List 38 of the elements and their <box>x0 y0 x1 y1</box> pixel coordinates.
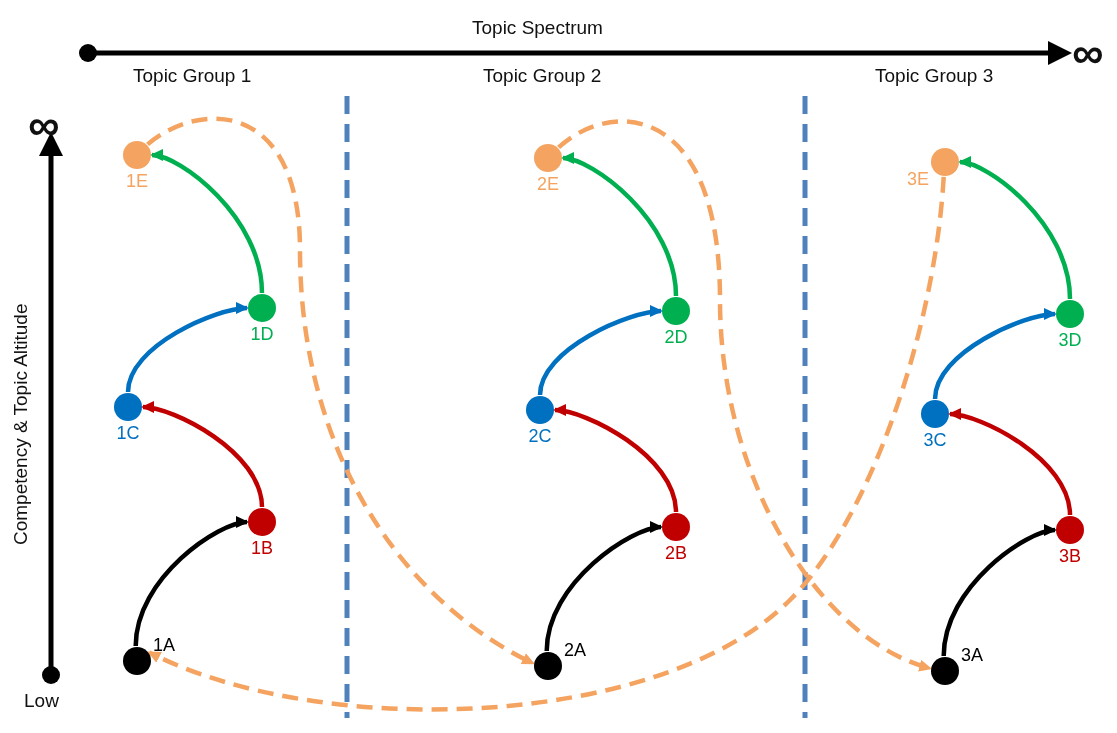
point-label: 3D <box>1058 330 1082 351</box>
axis-label: Competency & Topic Altitude <box>10 303 32 545</box>
point-label: 1D <box>250 324 274 345</box>
arrow <box>932 309 1057 400</box>
arrow <box>544 522 663 652</box>
point-label: 1A <box>153 635 176 656</box>
arrow <box>557 119 933 671</box>
axis-label: Topic Spectrum <box>472 17 603 39</box>
point-label: 2C <box>528 426 552 447</box>
arrow <box>958 157 1073 300</box>
arrow <box>537 306 663 396</box>
arrow <box>147 176 946 712</box>
arrow <box>941 525 1057 657</box>
infinity-symbol: ∞ <box>28 103 60 147</box>
group-label: Topic Group 3 <box>875 65 994 87</box>
group-label: Topic Group 1 <box>133 65 252 87</box>
arrow <box>125 303 249 393</box>
point-label: 3B <box>1059 546 1081 567</box>
point-label: 3A <box>961 645 984 666</box>
arrow <box>553 405 679 513</box>
axis-label: Low <box>24 690 59 712</box>
arrow <box>561 153 679 297</box>
group-label: Topic Group 2 <box>483 65 602 87</box>
infinity-symbol: ∞ <box>1072 31 1104 75</box>
arrow <box>948 409 1073 516</box>
point-label: 1E <box>126 171 148 192</box>
point-label: 3E <box>907 169 930 190</box>
point-label: 1B <box>251 538 273 559</box>
point-label: 2E <box>537 174 559 195</box>
point-label: 2A <box>564 640 587 661</box>
point-label: 2B <box>665 543 687 564</box>
arrow <box>133 517 249 647</box>
point-label: 3C <box>923 430 947 451</box>
arrow <box>141 402 265 508</box>
point-label: 1C <box>116 423 140 444</box>
arrow <box>150 150 265 294</box>
arrow <box>146 116 535 666</box>
point-label: 2D <box>664 327 688 348</box>
